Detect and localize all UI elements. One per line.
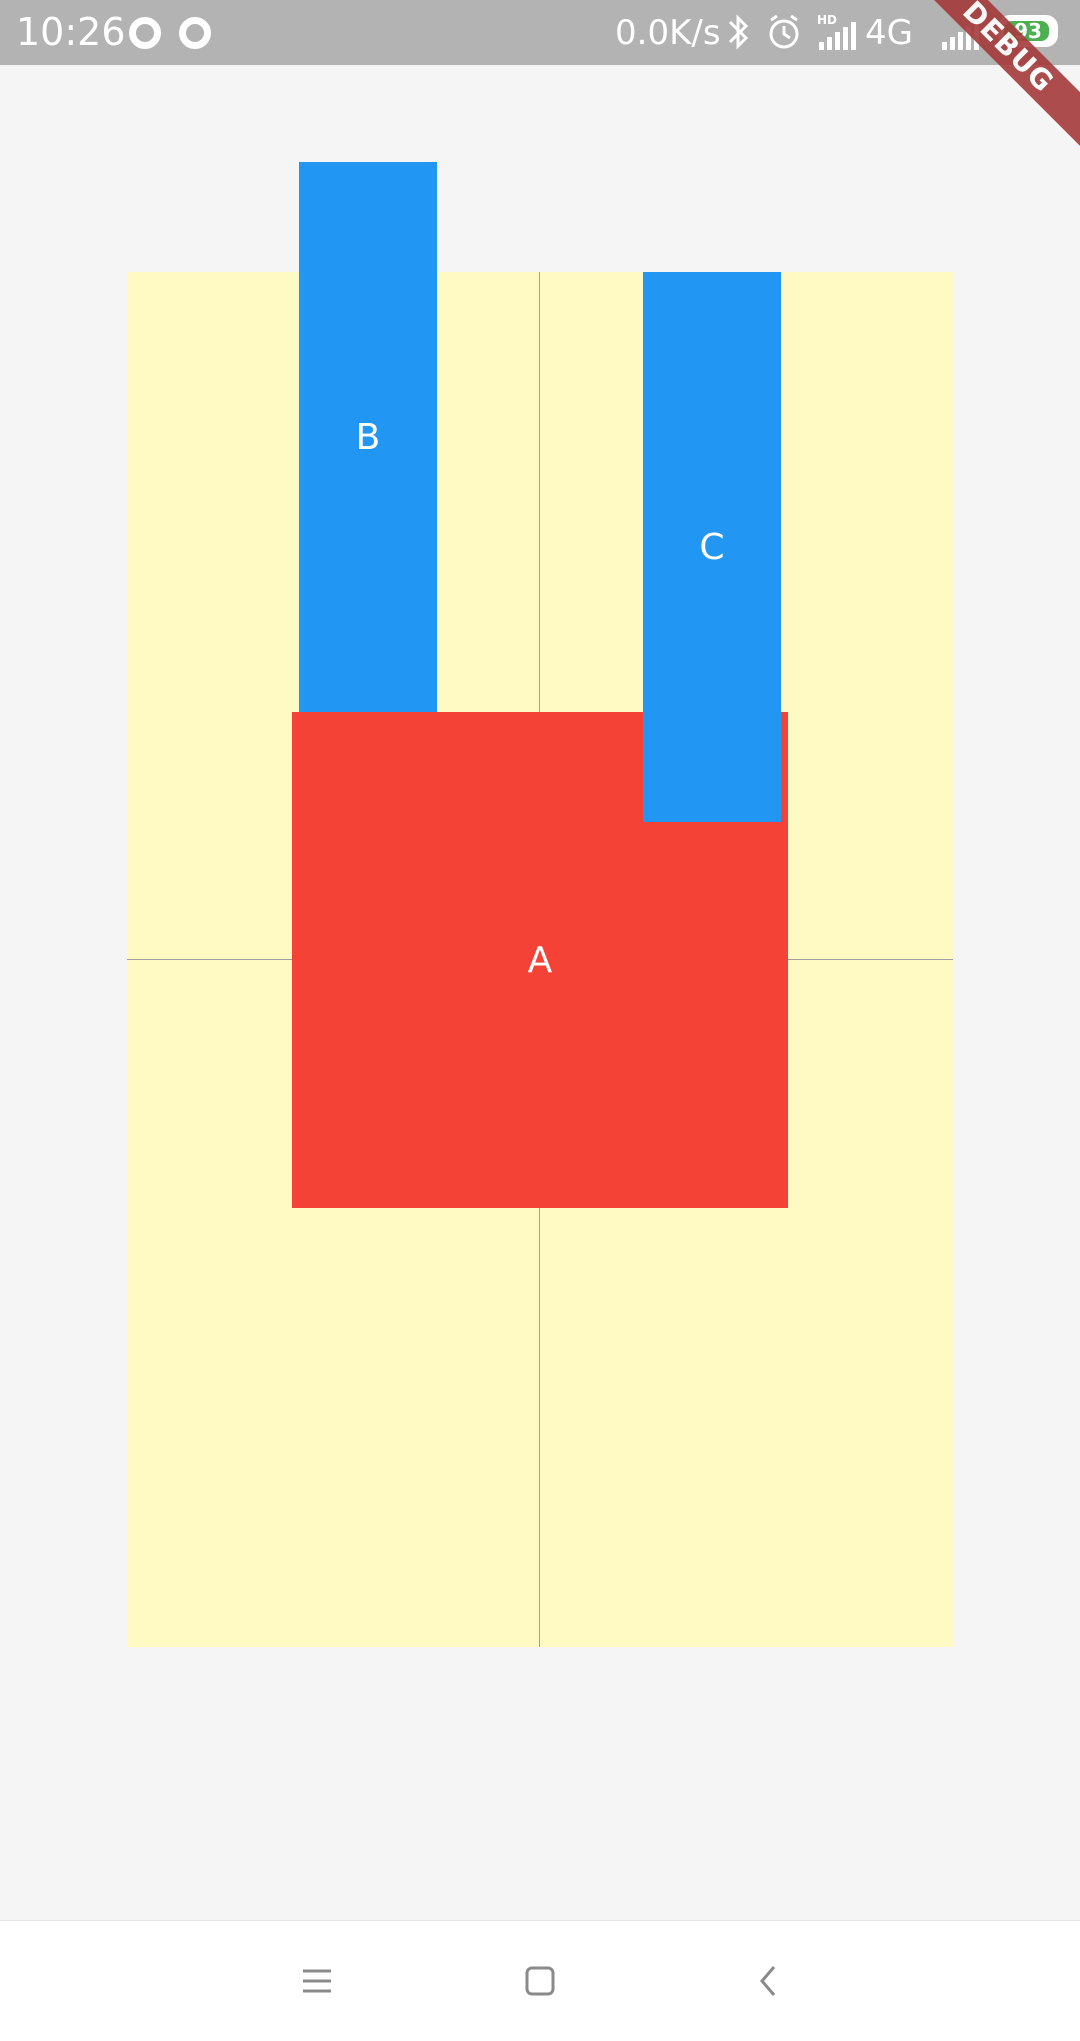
signal-hd-icon: HD (817, 13, 856, 50)
box-c-label: C (699, 526, 725, 568)
notification-dot-icon (129, 17, 161, 49)
box-b-label: B (355, 416, 381, 458)
status-bar: 10:26 0.0K/s HD 4G 93 (0, 0, 1080, 65)
alarm-icon (769, 14, 799, 49)
notification-dot-icon (179, 17, 211, 49)
svg-text:HD: HD (817, 13, 837, 27)
box-a-label: A (527, 939, 553, 981)
network-type: 4G (865, 13, 913, 53)
bluetooth-icon (728, 14, 749, 50)
box-b: B (299, 162, 437, 712)
status-time: 10:26 (16, 10, 126, 54)
navigation-bar (0, 1920, 1080, 2041)
net-speed: 0.0K/s (615, 13, 721, 53)
menu-icon[interactable] (287, 1951, 347, 2011)
box-c: C (643, 272, 781, 822)
home-icon[interactable] (510, 1951, 570, 2011)
back-icon[interactable] (738, 1951, 798, 2011)
